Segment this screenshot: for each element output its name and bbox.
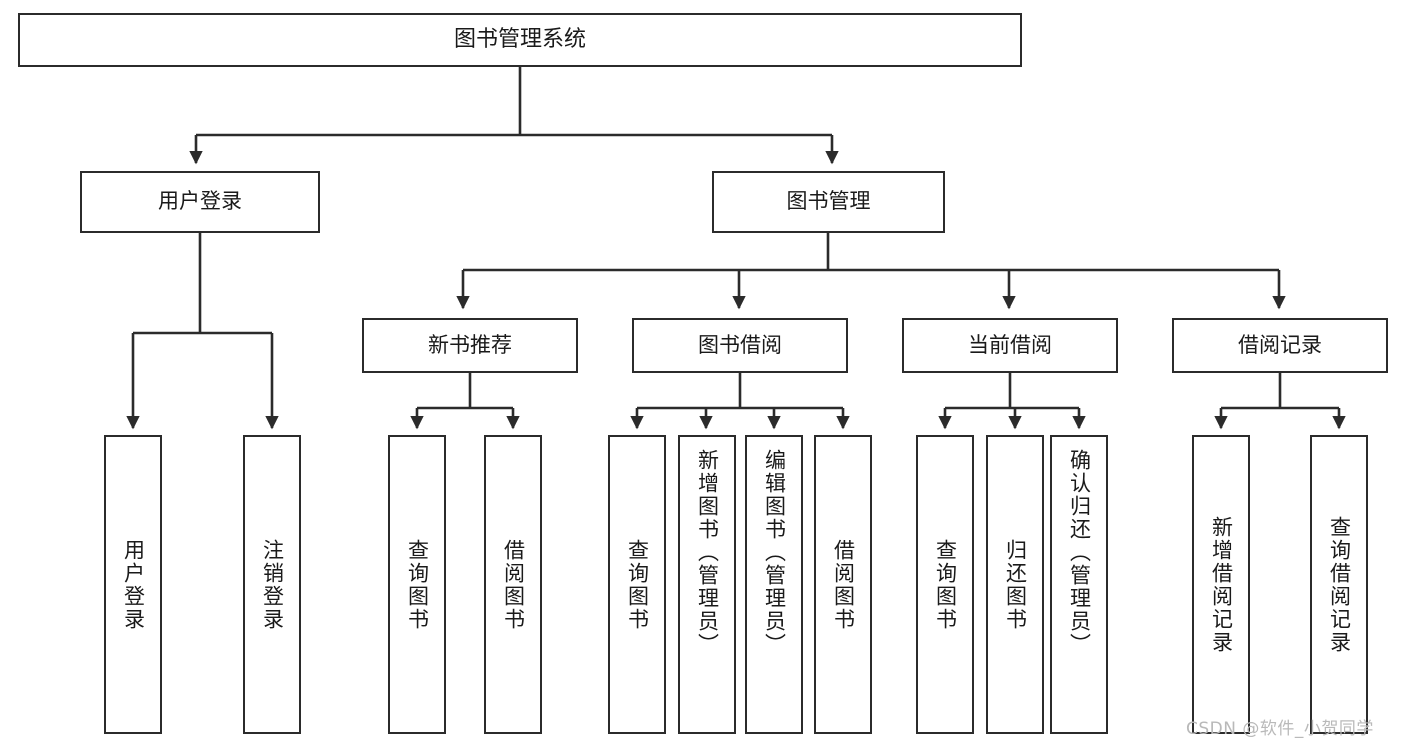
node-new-book-recommend[interactable]: 新书推荐 — [362, 318, 578, 373]
leaf-book-borrow-add-book-admin[interactable]: 新增图书（管理员） — [678, 435, 736, 734]
node-label: 新增借阅记录 — [1209, 515, 1234, 654]
node-label: 注销登录 — [260, 538, 285, 631]
node-root-system[interactable]: 图书管理系统 — [18, 13, 1022, 67]
node-borrow-record[interactable]: 借阅记录 — [1172, 318, 1388, 373]
node-label: 查询图书 — [625, 538, 650, 631]
node-label: 图书借阅 — [698, 332, 782, 357]
leaf-user-login-logout[interactable]: 注销登录 — [243, 435, 301, 734]
watermark-text: CSDN @软件_小贺同学 — [1186, 719, 1374, 739]
node-current-borrow[interactable]: 当前借阅 — [902, 318, 1118, 373]
leaf-book-borrow-borrow-book[interactable]: 借阅图书 — [814, 435, 872, 734]
node-label: 确认归还（管理员） — [1067, 449, 1092, 656]
node-label: 查询借阅记录 — [1327, 515, 1352, 654]
leaf-borrow-record-add-record[interactable]: 新增借阅记录 — [1192, 435, 1250, 734]
leaf-current-borrow-query-book[interactable]: 查询图书 — [916, 435, 974, 734]
node-label: 借阅图书 — [831, 538, 856, 631]
leaf-book-borrow-query-book[interactable]: 查询图书 — [608, 435, 666, 734]
leaf-new-book-borrow-book[interactable]: 借阅图书 — [484, 435, 542, 734]
node-book-borrow[interactable]: 图书借阅 — [632, 318, 848, 373]
node-label: 归还图书 — [1003, 538, 1028, 631]
leaf-new-book-query-book[interactable]: 查询图书 — [388, 435, 446, 734]
leaf-user-login-login[interactable]: 用户登录 — [104, 435, 162, 734]
node-label: 查询图书 — [933, 538, 958, 631]
node-user-login[interactable]: 用户登录 — [80, 171, 320, 233]
node-label: 新书推荐 — [428, 332, 512, 357]
node-label: 当前借阅 — [968, 332, 1052, 357]
node-label: 图书管理 — [786, 189, 871, 214]
node-label: 编辑图书（管理员） — [762, 449, 787, 656]
node-label: 借阅记录 — [1238, 332, 1322, 357]
node-label: 借阅图书 — [501, 538, 526, 631]
leaf-current-borrow-confirm-return-admin[interactable]: 确认归还（管理员） — [1050, 435, 1108, 734]
node-label: 图书管理系统 — [453, 26, 586, 52]
node-book-management[interactable]: 图书管理 — [712, 171, 945, 233]
leaf-current-borrow-return-book[interactable]: 归还图书 — [986, 435, 1044, 734]
node-label: 用户登录 — [158, 189, 242, 214]
node-label: 用户登录 — [121, 538, 146, 631]
node-label: 新增图书（管理员） — [695, 449, 720, 656]
leaf-borrow-record-query-record[interactable]: 查询借阅记录 — [1310, 435, 1368, 734]
node-label: 查询图书 — [405, 538, 430, 631]
leaf-book-borrow-edit-book-admin[interactable]: 编辑图书（管理员） — [745, 435, 803, 734]
